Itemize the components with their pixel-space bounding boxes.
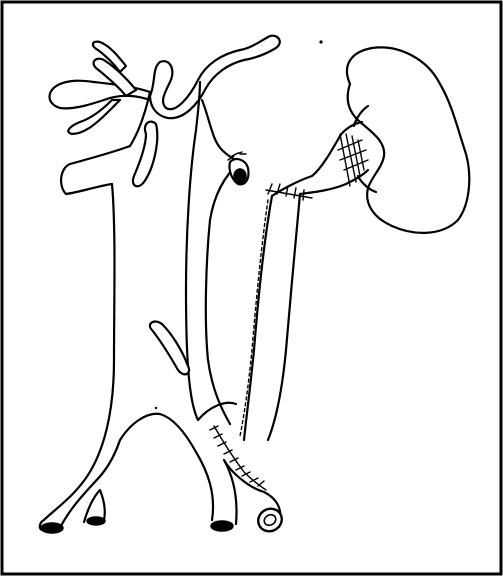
celiac-branches	[50, 36, 280, 134]
aorta	[44, 82, 236, 520]
vessel-lumens	[41, 504, 286, 535]
anastomosis-suture-lower	[210, 426, 266, 490]
hepatic-artery	[202, 100, 240, 424]
speck	[185, 373, 187, 375]
inferior-vessel-segment	[150, 322, 189, 375]
speck	[319, 40, 322, 43]
renal-vessel-stump	[229, 159, 248, 184]
kidney	[347, 47, 469, 232]
bypass-graft	[240, 136, 346, 440]
speck	[155, 407, 157, 409]
